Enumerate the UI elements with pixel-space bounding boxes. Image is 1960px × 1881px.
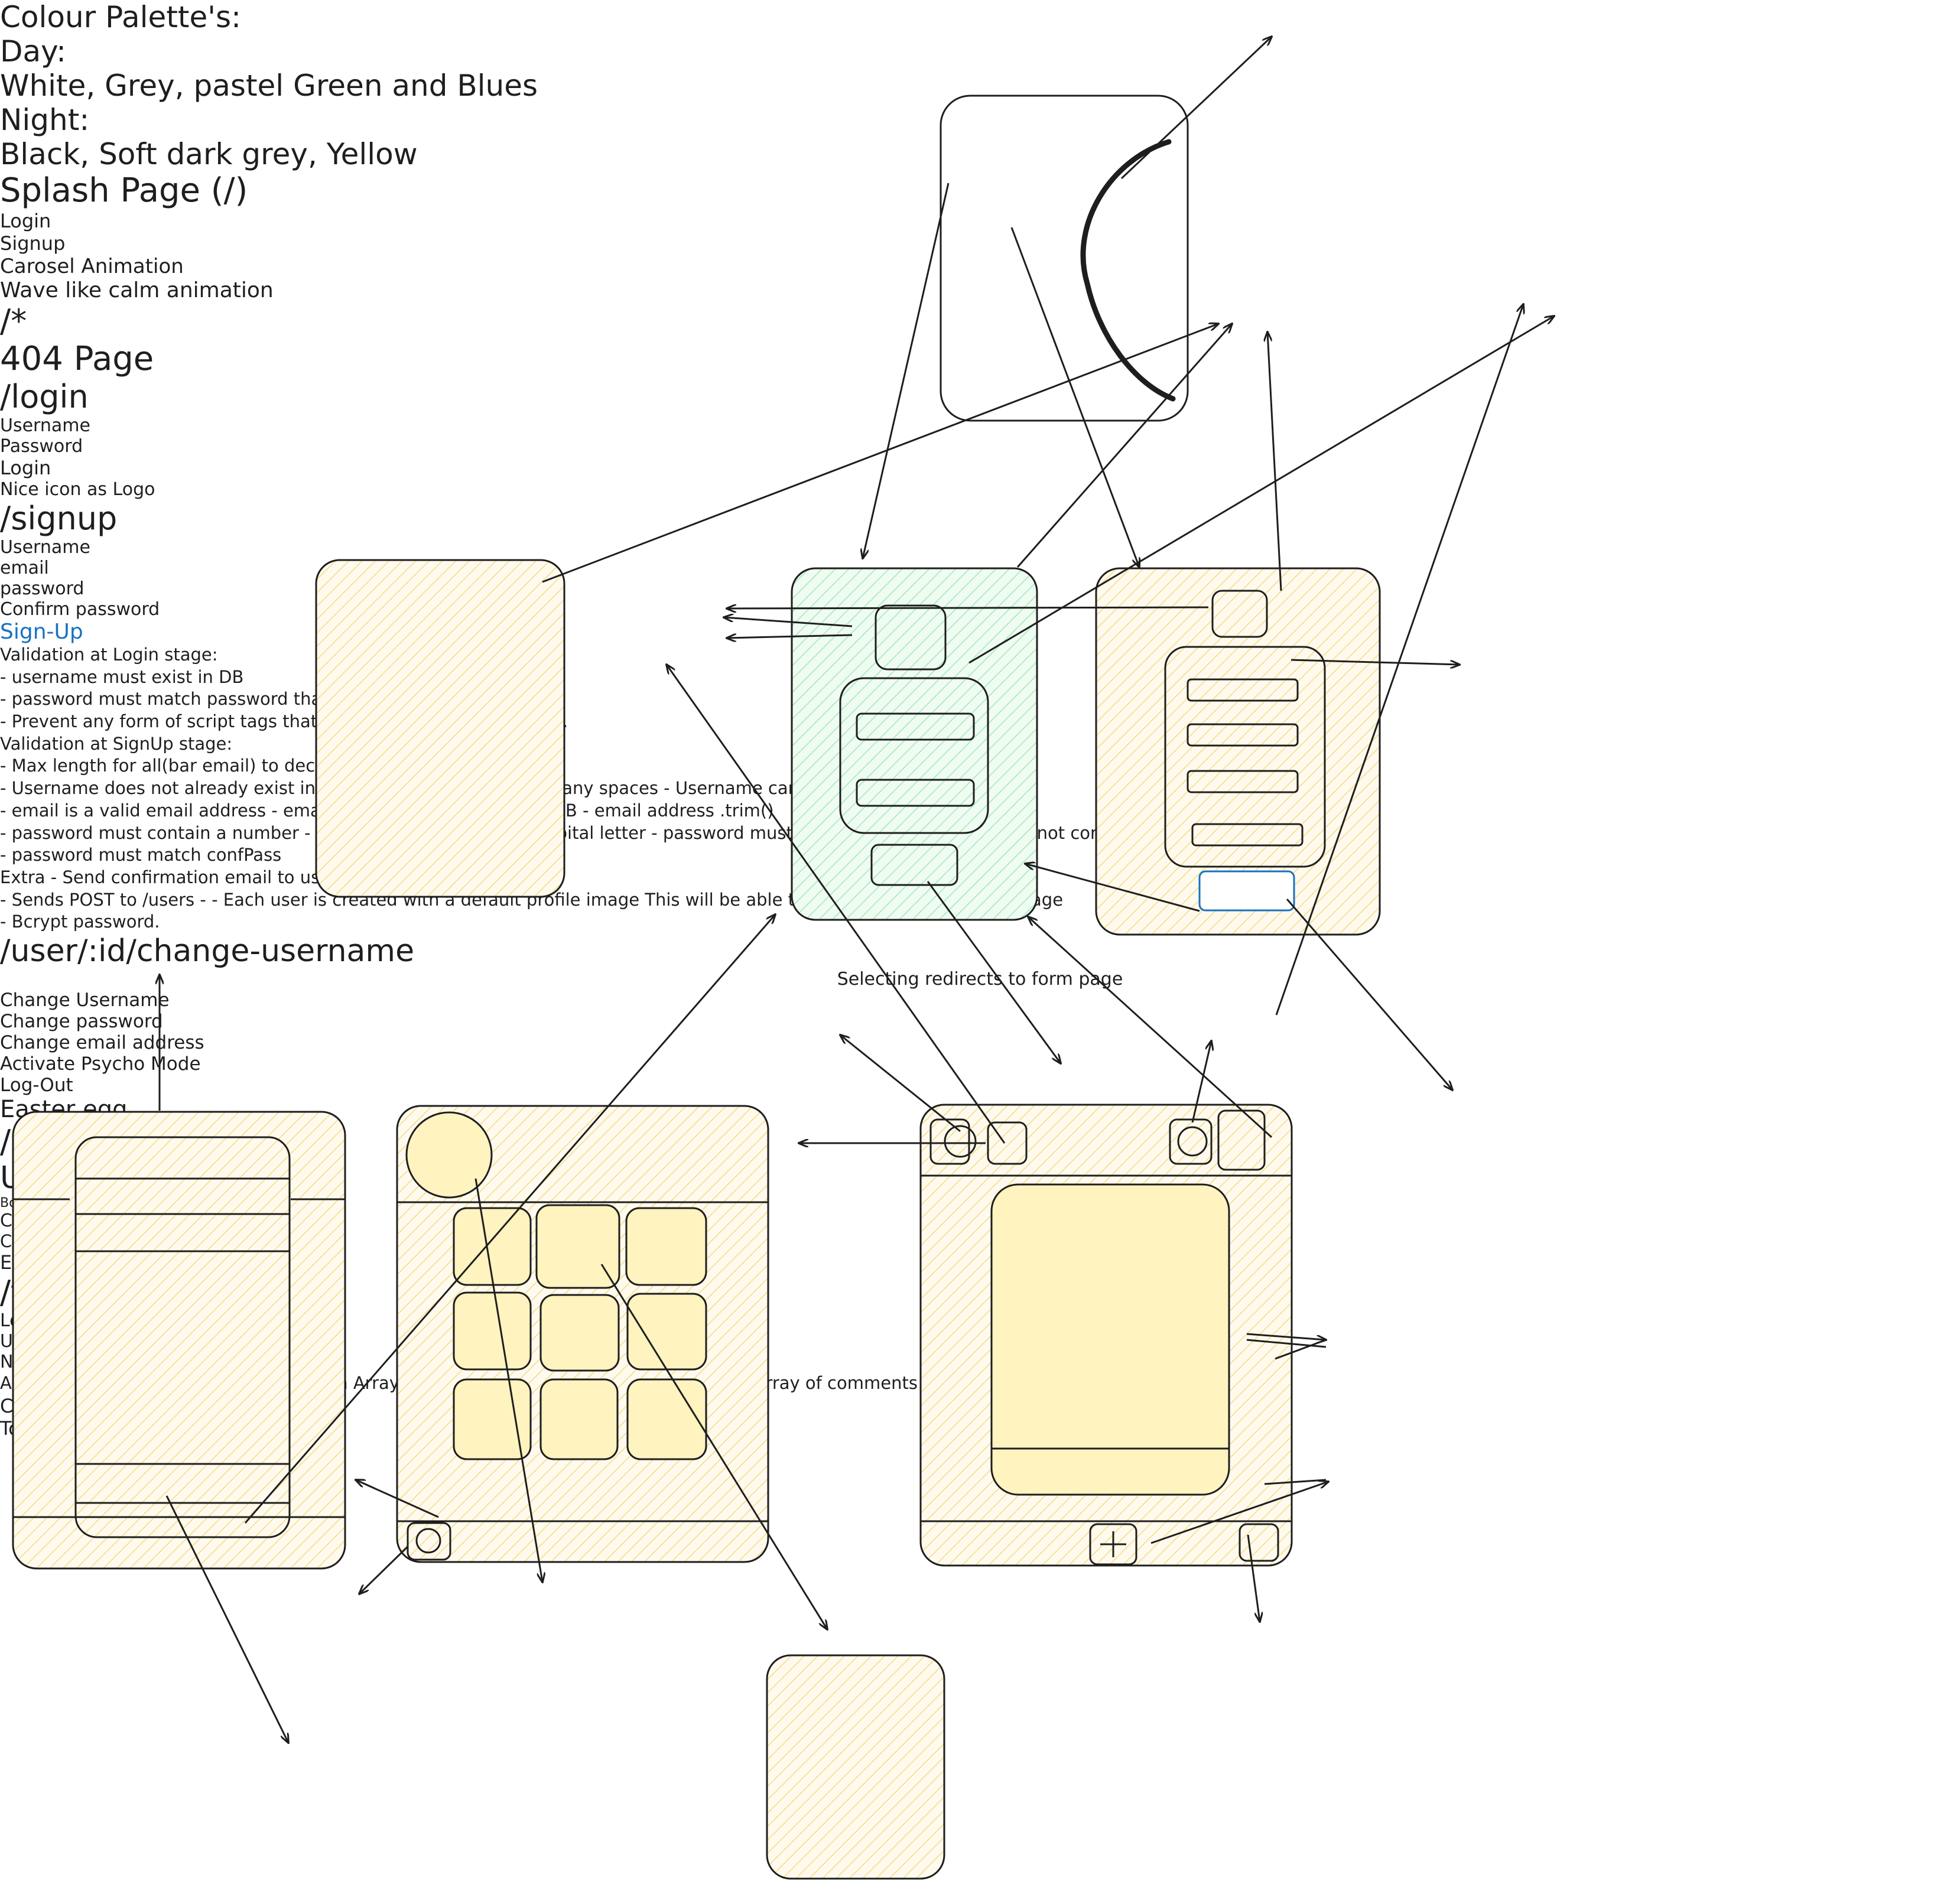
signup-username-input — [1187, 678, 1299, 702]
login-validation-rule: - username must exist in DB — [0, 666, 244, 687]
logo-note: Nice icon as Logo — [0, 479, 155, 500]
menu-change-password[interactable]: Change password — [0, 1010, 163, 1032]
image-tile — [453, 1291, 532, 1371]
login-username-label: Username — [0, 415, 90, 436]
connector-arrows — [160, 37, 1554, 1743]
post-card — [990, 1183, 1230, 1496]
splash-signup-link[interactable]: Signup — [0, 232, 66, 255]
user-image-icon — [944, 1125, 977, 1158]
username-input — [856, 712, 975, 741]
create-post-button — [1089, 1523, 1137, 1566]
signup-password-label: password — [0, 578, 84, 599]
not-found-heading: 404 Page — [0, 340, 154, 378]
cross-lines — [1246, 1339, 1327, 1485]
user-screen — [396, 1105, 769, 1563]
signup-button — [1198, 870, 1295, 912]
login-password-label: Password — [0, 436, 83, 457]
change-username-route: /user/:id/change-username — [0, 933, 415, 969]
signup-confirm-label: Confirm password — [0, 599, 160, 620]
login-button-label[interactable]: Login — [0, 457, 51, 479]
image-tile — [535, 1204, 620, 1289]
palette-day-colors: White, Grey, pastel Green and Blues — [0, 69, 538, 103]
cog-icon — [415, 1528, 441, 1554]
splash-title: Splash Page (/) — [0, 171, 248, 210]
password-input — [856, 779, 975, 807]
login-button — [870, 844, 958, 886]
logo-placeholder — [875, 604, 947, 671]
login-route: /login — [0, 378, 89, 415]
toggle-mode-button — [1239, 1523, 1279, 1562]
not-found-route: /* — [0, 302, 27, 340]
image-tile — [625, 1207, 707, 1286]
signup-button-label[interactable]: Sign-Up — [0, 620, 83, 644]
signup-screen — [1095, 567, 1381, 936]
menu-logout[interactable]: Log-Out — [0, 1074, 73, 1096]
palette-night-colors: Black, Soft dark grey, Yellow — [0, 137, 418, 171]
image-tile — [626, 1293, 707, 1371]
feed-small-button — [987, 1121, 1028, 1165]
feed-screen — [919, 1104, 1293, 1567]
signup-validation-rule: - Bcrypt password. — [0, 912, 160, 932]
signup-route: /signup — [0, 500, 118, 537]
palette-title: Colour Palette's: — [0, 0, 241, 34]
image-tile — [453, 1207, 532, 1286]
login-screen — [791, 567, 1038, 921]
splash-screen — [940, 95, 1189, 422]
menu-psycho-mode[interactable]: Activate Psycho Mode — [0, 1053, 201, 1075]
image-tile — [539, 1378, 619, 1460]
palette-night-label: Night: — [0, 103, 90, 137]
image-preview — [766, 1654, 945, 1880]
signup-email-label: email — [0, 558, 49, 578]
login-validation-title: Validation at Login stage: — [0, 645, 218, 665]
signup-password-input — [1187, 770, 1299, 793]
notifications-button — [1169, 1118, 1213, 1165]
splash-login-link[interactable]: Login — [0, 210, 51, 232]
settings-menu — [74, 1136, 291, 1538]
image-tile — [453, 1378, 532, 1460]
carousel-note: Carosel Animation — [0, 255, 184, 278]
change-username-screen — [12, 1111, 346, 1570]
menu-change-username[interactable]: Change Username — [0, 989, 170, 1011]
carousel-shape — [1080, 139, 1176, 402]
signup-validation-rule: - password must match confPass — [0, 845, 282, 865]
signup-validation-title: Validation at SignUp stage: — [0, 733, 233, 754]
signup-username-label: Username — [0, 537, 90, 558]
image-tile — [626, 1378, 707, 1460]
wave-note: Wave like calm animation — [0, 278, 274, 302]
plus-icon — [1100, 1531, 1126, 1557]
not-found-screen — [315, 559, 565, 898]
image-tile — [539, 1294, 620, 1372]
login-form-box — [839, 677, 989, 834]
menu-change-email[interactable]: Change email address — [0, 1031, 204, 1053]
signup-logo-placeholder — [1211, 590, 1268, 638]
palette-day-label: Day: — [0, 34, 66, 69]
user-image-button — [929, 1118, 970, 1165]
notifications-icon — [1177, 1126, 1208, 1157]
profile-image — [405, 1111, 493, 1199]
signup-email-input — [1187, 723, 1299, 747]
cog-button — [407, 1522, 451, 1561]
signup-form-box — [1164, 646, 1326, 868]
signup-confirm-input — [1191, 823, 1304, 847]
signup-validation-rule: - Max length for all(bar email) to decid… — [0, 756, 374, 776]
